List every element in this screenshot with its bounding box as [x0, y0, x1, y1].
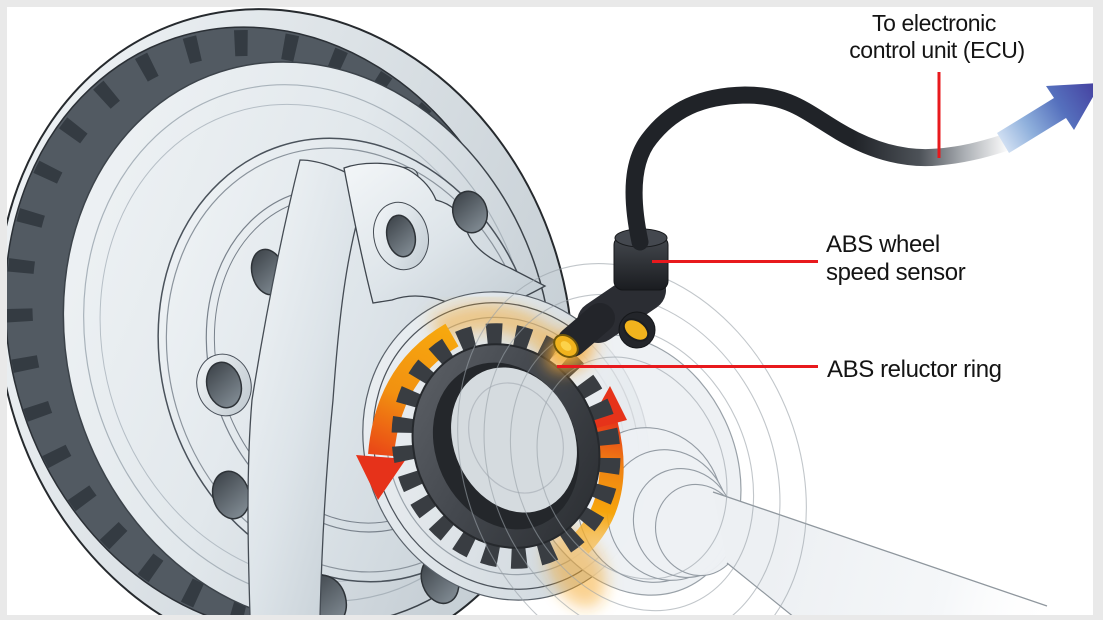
label-ecu: To electronic control unit (ECU) [849, 10, 1025, 63]
sensor-ear-grommet [622, 318, 650, 342]
label-ecu-line2: control unit (ECU) [849, 37, 1025, 63]
ghost-outline-arcs [457, 263, 807, 615]
bolt-hole [205, 361, 243, 409]
ring-bore-line [468, 382, 564, 494]
label-sensor-line2: speed sensor [826, 259, 966, 286]
leader-lines [557, 72, 941, 368]
bracket-hole [385, 214, 417, 258]
abs-sensor [553, 228, 669, 358]
arrowhead [356, 455, 406, 500]
ring-teeth [391, 323, 621, 569]
bracket-hole [451, 190, 489, 234]
reluctor-ring [391, 323, 621, 569]
label-sensor-line1: ABS wheel [826, 231, 940, 258]
sensor-tip-center [560, 341, 572, 351]
label-ecu-line1: To electronic [872, 10, 996, 36]
label-reluctor-line1: ABS reluctor ring [827, 356, 1002, 383]
sensor-probe [557, 303, 615, 357]
label-reluctor: ABS reluctor ring [827, 356, 1002, 383]
ecu-arrow-icon [997, 83, 1093, 153]
axle-shaft-ghost [712, 491, 1048, 615]
caliper-bracket [343, 162, 547, 319]
label-sensor: ABS wheel speed sensor [826, 231, 966, 286]
